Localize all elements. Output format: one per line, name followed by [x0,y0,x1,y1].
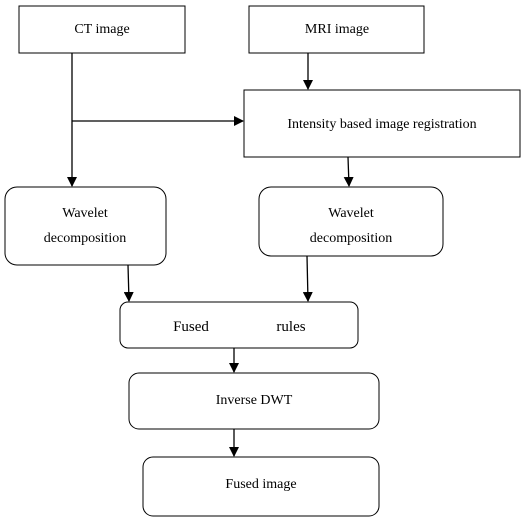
ct-image-node: CT image [18,5,186,54]
arrow-registration-to-wavelet-right [343,156,354,187]
fused-image-box [142,456,380,517]
wavelet-left-line2: decomposition [44,231,126,246]
arrow-wavelet-left-to-fused-rules [123,264,134,302]
fused-rules-box [119,301,359,349]
fused-rules-word1: Fused [173,319,209,335]
wavelet-right-node: Wavelet decomposition [258,186,444,257]
wavelet-left-node: Wavelet decomposition [4,186,167,266]
inverse-dwt-label: Inverse DWT [216,393,293,408]
fused-image-node: Fused image [142,456,380,517]
ct-image-label: CT image [74,22,129,37]
arrow-wavelet-right-to-fused-rules [302,255,313,302]
inverse-dwt-box [128,372,380,430]
registration-box [243,89,521,158]
registration-label: Intensity based image registration [287,117,476,132]
ct-image-box [18,5,186,54]
fused-image-label: Fused image [225,477,296,492]
mri-image-node: MRI image [248,5,425,54]
wavelet-right-line1: Wavelet [328,206,374,221]
mri-image-box [248,5,425,54]
fused-rules-word2: rules [276,319,305,335]
fused-rules-node: Fused rules [119,301,359,349]
inverse-dwt-node: Inverse DWT [128,372,380,430]
registration-node: Intensity based image registration [243,89,521,158]
wavelet-left-box [4,186,167,266]
wavelet-left-line1: Wavelet [62,206,108,221]
mri-image-label: MRI image [305,22,369,37]
wavelet-right-box [258,186,444,257]
wavelet-right-line2: decomposition [310,231,392,246]
